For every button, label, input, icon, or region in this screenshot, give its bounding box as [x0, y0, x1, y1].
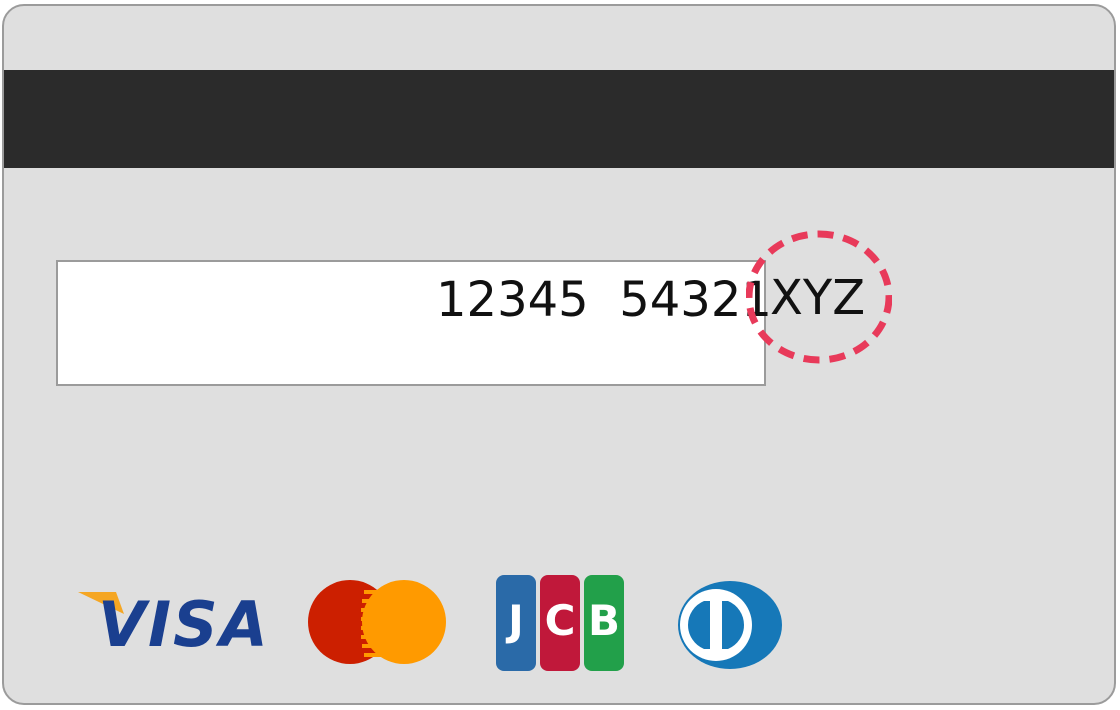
credit-card-back: 12345 54321 XYZ VISA J C B: [2, 4, 1116, 705]
security-code-highlight-circle: [746, 230, 892, 364]
mastercard-logo: [308, 580, 446, 664]
jcb-logo: J C B: [496, 575, 624, 671]
security-code: XYZ: [770, 270, 866, 326]
visa-logo-text: VISA: [98, 588, 264, 658]
svg-text:B: B: [588, 596, 620, 645]
svg-text:C: C: [545, 596, 576, 645]
magnetic-stripe: [4, 70, 1114, 168]
signature-panel: 12345 54321: [56, 260, 772, 386]
signature-panel-number: 12345 54321: [436, 272, 772, 328]
visa-logo: VISA: [78, 588, 264, 658]
diners-club-logo: [678, 581, 782, 669]
svg-text:J: J: [505, 596, 524, 645]
